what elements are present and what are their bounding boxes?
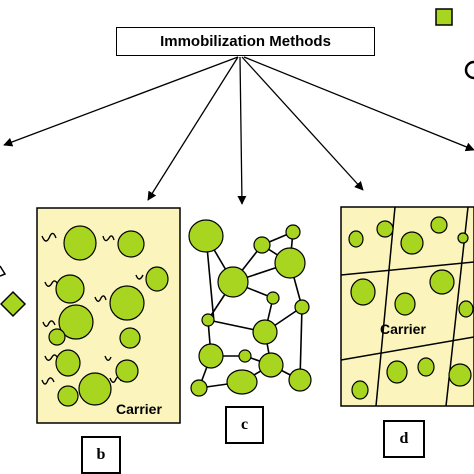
panel-d-label: d (383, 420, 425, 458)
cell-node (217, 266, 249, 298)
title-box: Immobilization Methods (116, 27, 375, 56)
cell (429, 269, 455, 295)
cell-node (294, 299, 310, 315)
cell-node (238, 349, 252, 363)
cell (63, 225, 97, 261)
cell (109, 285, 145, 321)
cell (78, 372, 112, 406)
panel-a-fragment (0, 265, 7, 277)
cell (394, 292, 416, 316)
cell (115, 359, 139, 383)
cell-node (188, 219, 224, 253)
green-diamond-icon (0, 290, 27, 318)
cell-fragment-icon (464, 60, 474, 80)
cell (376, 220, 394, 238)
compartment-cells (348, 216, 474, 400)
cell (348, 230, 364, 248)
cell-node (198, 343, 224, 369)
cell (457, 232, 469, 244)
arrow-to-c (237, 56, 247, 205)
cell (417, 357, 435, 377)
cell-node (252, 319, 278, 345)
panel-b-entrapment (36, 207, 181, 424)
cell (430, 216, 448, 234)
arrow-to-e (243, 56, 474, 152)
cell (386, 360, 408, 384)
cell (145, 266, 169, 292)
panel-c-cross-linking (188, 219, 312, 397)
entrapped-cells (48, 225, 169, 407)
cell (448, 363, 472, 387)
cell (55, 274, 85, 304)
cell-node (190, 379, 208, 397)
arrow-to-a (3, 56, 239, 147)
cell-node (274, 247, 306, 279)
panel-b-carrier-label: Carrier (116, 401, 162, 417)
cell (58, 304, 94, 340)
cell (117, 230, 145, 258)
cell-node (288, 368, 312, 392)
arrows (3, 56, 474, 205)
cell-node (266, 291, 280, 305)
cell (350, 278, 376, 306)
green-square-icon (435, 8, 453, 26)
cell (57, 385, 79, 407)
cell-tails (41, 232, 144, 385)
panel-d-carrier-label: Carrier (380, 321, 426, 337)
cell-node (285, 224, 301, 240)
panel-d-carrier-compartments (340, 206, 474, 407)
network-nodes (188, 219, 312, 397)
cell (458, 300, 474, 318)
arrow-to-b (147, 56, 239, 201)
cell (55, 349, 81, 377)
cell (351, 380, 369, 400)
cell (119, 327, 141, 349)
cell (48, 328, 66, 346)
cell-node (201, 313, 215, 327)
arrow-to-d (241, 56, 364, 191)
cell-node (253, 236, 271, 254)
cell-node (258, 352, 284, 378)
panel-c-label: c (225, 406, 264, 444)
cell-node (226, 369, 258, 395)
panel-b-label: b (81, 436, 121, 474)
cell (400, 231, 424, 255)
